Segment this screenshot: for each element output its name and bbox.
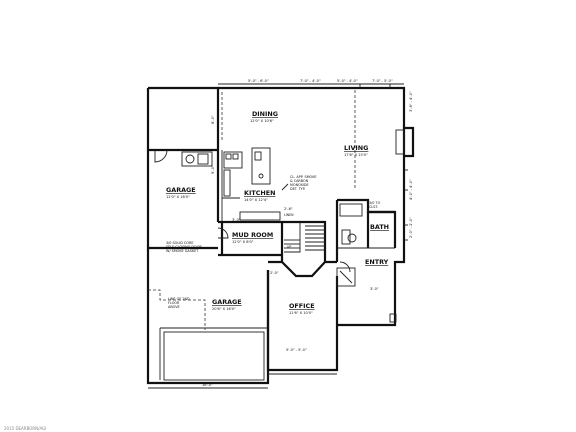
- interior-walls: [148, 90, 397, 380]
- dim-garage-bottom: 16'-0": [202, 383, 213, 387]
- room-office: OFFICE: [289, 302, 315, 310]
- room-mud-room: MUD ROOM: [232, 231, 273, 239]
- room-office-size: 11'6" X 10'0": [289, 311, 313, 315]
- note-stair-up: UP: [287, 245, 291, 249]
- note-smoke-alarm-1: CL. APP. SMOKE: [290, 175, 317, 179]
- note-fire-door-2: SELF CLOSING DOOR: [166, 245, 202, 249]
- room-labels: DINING 12'0" X 10'6" LIVING 17'6" X 15'0…: [166, 110, 389, 315]
- windows: [359, 84, 408, 241]
- dim-top-1: 5'-0" - 6'-0": [248, 79, 269, 83]
- room-garage-upper: GARAGE: [166, 186, 196, 194]
- room-bath: BATH: [370, 223, 389, 231]
- note-fire-door-1: 3/0 SOLID CORE: [166, 241, 193, 245]
- note-smoke-alarm-4: DET. TYP.: [290, 187, 305, 191]
- room-living: LIVING: [344, 144, 368, 152]
- watermark: 2015 DEARBORN/AGI: [4, 426, 46, 431]
- dim-mud-2: 2'-6": [284, 207, 293, 211]
- room-mud-room-size: 12'0" X 8'0": [232, 240, 254, 244]
- room-living-size: 17'6" X 15'0": [344, 153, 368, 157]
- room-entry: ENTRY: [365, 258, 389, 266]
- fixtures: [154, 147, 397, 381]
- room-garage-upper-size: 12'0" X 18'0": [166, 195, 190, 199]
- exterior-walls: [146, 86, 415, 385]
- dim-office-left: 2'-0": [270, 271, 279, 275]
- dim-top-2: 7'-0" - 4'-0": [300, 79, 321, 83]
- note-closet-2: CLST.: [369, 205, 378, 209]
- note-fire-door-3: W/ SMOKE GASKET: [166, 249, 199, 253]
- note-smoke-alarm-3: MONOXIDE: [290, 183, 309, 187]
- note-floor-above-1: LINE OF 2ND: [168, 297, 190, 301]
- room-kitchen-size: 14'0" X 12'4": [244, 198, 268, 202]
- room-garage-lower-size: 20'6" X 16'0": [212, 307, 236, 311]
- dimension-labels: 5'-0" - 6'-0" 7'-0" - 4'-0" 5'-0" - 4'-0…: [148, 79, 413, 389]
- notes: CL. APP. SMOKE & CARBON MONOXIDE DET. TY…: [166, 175, 381, 309]
- room-dining-size: 12'0" X 10'6": [250, 119, 274, 123]
- stair-treads: [284, 225, 325, 251]
- room-kitchen: KITCHEN: [244, 189, 275, 197]
- room-garage-lower: GARAGE: [212, 298, 242, 306]
- dim-office-bottom: 5'-0" - 5'-0": [286, 348, 307, 352]
- dim-right-2: 4'-0" - 4'-0": [409, 179, 413, 200]
- dim-right-1: 3'-6" - 4'-0": [409, 91, 413, 112]
- dim-right-3: 2'-0" - 2'-0": [409, 217, 413, 238]
- note-linen: LINEN: [284, 213, 294, 217]
- room-dining: DINING: [252, 110, 278, 118]
- note-floor-above-2: FLOOR: [168, 301, 180, 305]
- dim-mud: 3'-0": [232, 218, 241, 222]
- dim-top-3: 5'-0" - 4'-0": [337, 79, 358, 83]
- dim-entry-bottom: 3'-0": [370, 287, 379, 291]
- dim-top-4: 7'-0" - 5'-0": [372, 79, 393, 83]
- dim-garage-right: 9'-0": [211, 165, 215, 174]
- note-smoke-alarm-2: & CARBON: [290, 179, 309, 183]
- note-closet-1: 3/0 TO: [369, 201, 381, 205]
- dim-left-1: 8'-0": [211, 115, 215, 124]
- note-floor-above-3: ABOVE: [168, 305, 180, 309]
